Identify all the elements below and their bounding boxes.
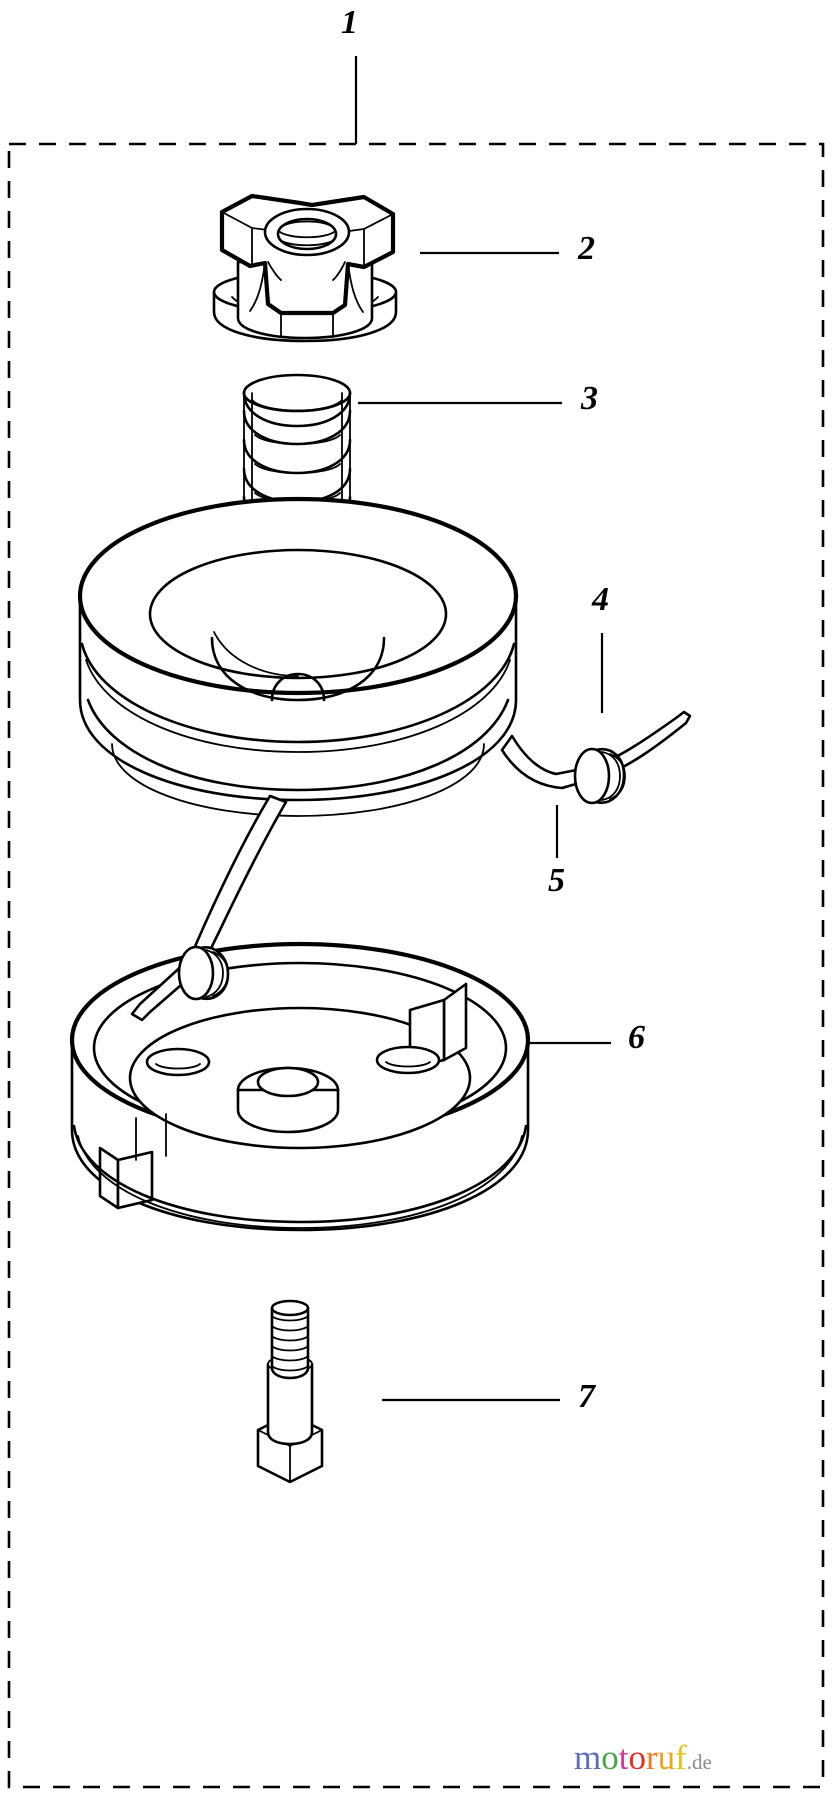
watermark-letter-t: t xyxy=(618,1738,629,1777)
part-shoulder-bolt xyxy=(256,1299,324,1484)
watermark-letter-f: f xyxy=(675,1738,687,1777)
watermark-letter-m: m xyxy=(574,1738,602,1777)
part-rope-pulley xyxy=(77,496,519,817)
callout-number-7: 7 xyxy=(578,1378,595,1415)
callout-number-6: 6 xyxy=(628,1019,645,1056)
callout-number-5: 5 xyxy=(548,862,565,899)
part-rope-ferrule-left xyxy=(130,945,230,1022)
assembly-frame xyxy=(7,142,825,1789)
part-starter-housing xyxy=(69,941,531,1232)
watermark-letter-o1: o xyxy=(601,1738,619,1777)
watermark-letter-u: u xyxy=(657,1738,676,1777)
part-rope-ferrule-right xyxy=(573,747,626,805)
callout-number-4: 4 xyxy=(592,581,609,618)
callout-number-1: 1 xyxy=(341,4,358,41)
motoruf-watermark: motoruf.de xyxy=(574,1738,712,1778)
watermark-letter-o2: o xyxy=(628,1738,646,1777)
watermark-suffix: .de xyxy=(686,1750,712,1774)
leader-lines xyxy=(354,56,611,1402)
part-wing-knob xyxy=(212,193,398,343)
callout-number-3: 3 xyxy=(581,380,598,417)
watermark-letter-r: r xyxy=(645,1738,658,1777)
callout-number-2: 2 xyxy=(578,230,595,267)
